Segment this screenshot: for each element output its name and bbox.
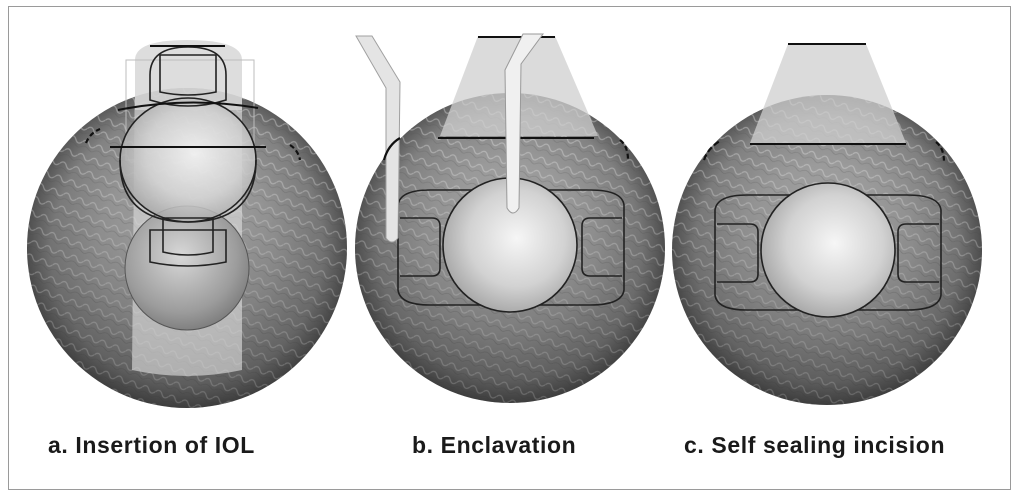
panel-b-enclavation-diagram bbox=[355, 34, 665, 403]
panel-a-insertion-diagram bbox=[27, 40, 347, 408]
caption-a: a. Insertion of IOL bbox=[48, 432, 255, 459]
lens-sphere bbox=[125, 206, 249, 330]
panel-c-self-sealing-diagram bbox=[672, 44, 982, 405]
caption-c: c. Self sealing incision bbox=[684, 432, 945, 459]
incision-cone-c bbox=[750, 44, 906, 143]
optic-c bbox=[761, 183, 895, 317]
caption-b: b. Enclavation bbox=[412, 432, 576, 459]
